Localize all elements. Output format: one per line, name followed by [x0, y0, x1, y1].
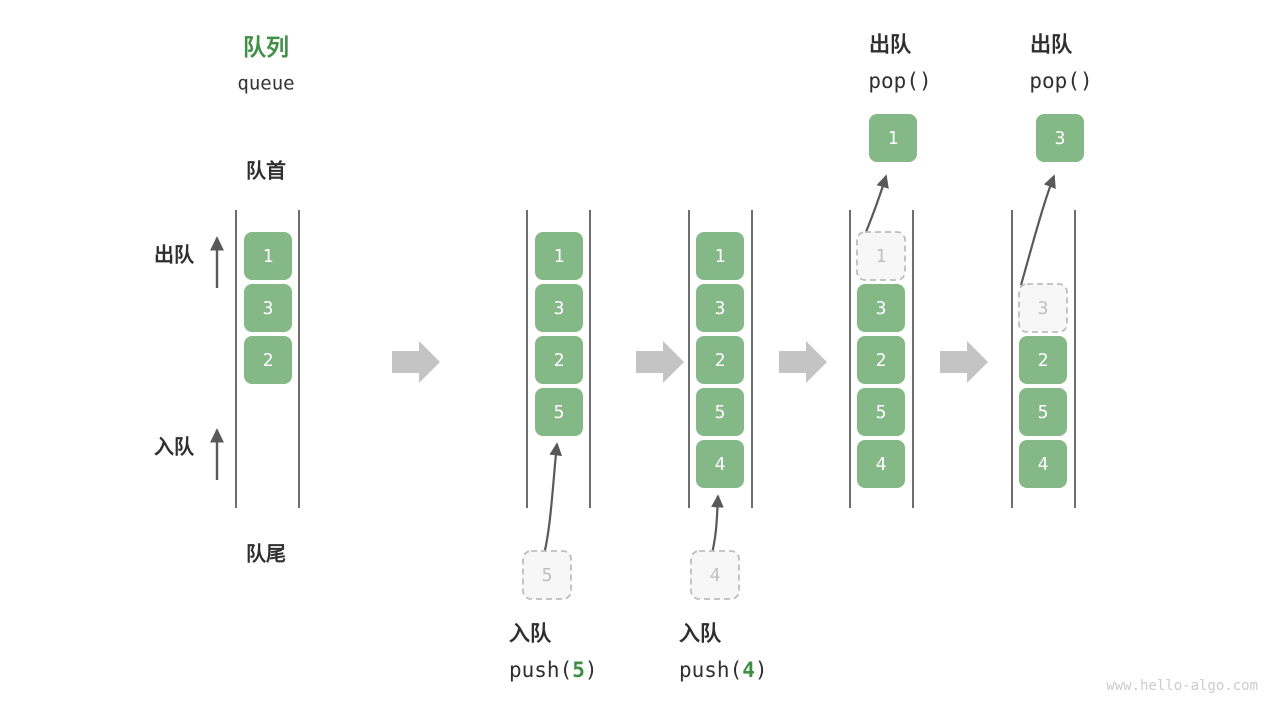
rear-label: 队尾	[246, 541, 286, 565]
ghost-cell: 4	[690, 550, 740, 600]
queue-cell-value: 5	[876, 402, 887, 423]
push-code-arg: 4	[742, 658, 755, 682]
front-label: 队首	[246, 158, 286, 182]
queue-cell-value: 2	[263, 350, 274, 371]
pop-label-cn: 出队	[869, 34, 912, 57]
popped-value-cell: 1	[869, 114, 917, 162]
page-subtitle: queue	[237, 73, 294, 95]
queue-cell-value: 5	[715, 402, 726, 423]
queue-cell-value: 4	[1038, 454, 1049, 475]
push-caption-code: push(5)	[509, 658, 598, 682]
page-title: 队列	[243, 34, 289, 60]
pop-label-cn: 出队	[1030, 34, 1073, 57]
ghost-cell: 5	[522, 550, 572, 600]
queue-cell: 3	[696, 284, 744, 332]
ghost-cell: 1	[856, 231, 906, 281]
queue-cell-value: 3	[715, 298, 726, 319]
queue-cell-value: 1	[554, 246, 565, 267]
queue-cell: 3	[857, 284, 905, 332]
queue-cell: 2	[244, 336, 292, 384]
transition-arrow	[779, 341, 827, 383]
queue-cell: 2	[696, 336, 744, 384]
transition-arrow	[636, 341, 684, 383]
popped-value-cell: 3	[1036, 114, 1084, 162]
queue-cell-new: 4	[696, 440, 744, 488]
queue-cell-value: 4	[715, 454, 726, 475]
push-caption-code: push(4)	[679, 658, 768, 682]
pop-motion-arrow	[1019, 174, 1056, 286]
ghost-cell-value: 3	[1038, 298, 1049, 319]
ghost-cell: 3	[1018, 283, 1068, 333]
queue-cell: 2	[857, 336, 905, 384]
queue-column-push5: 1 3 2 5 5 入队 push(5)	[509, 210, 598, 682]
queue-cell: 1	[535, 232, 583, 280]
push-code-name: push(	[679, 658, 742, 682]
queue-cell-value: 1	[715, 246, 726, 267]
enqueue-direction-label: 入队	[154, 434, 195, 458]
queue-cell-value: 2	[715, 350, 726, 371]
push-motion-arrow	[709, 494, 724, 559]
queue-cell: 2	[535, 336, 583, 384]
queue-cell: 1	[696, 232, 744, 280]
queue-cell-value: 2	[1038, 350, 1049, 371]
popped-value: 1	[888, 128, 899, 149]
queue-cell-value: 4	[876, 454, 887, 475]
push-code-name: push(	[509, 658, 572, 682]
queue-cell-value: 3	[263, 298, 274, 319]
transition-arrow	[392, 341, 440, 383]
push-motion-arrow	[541, 442, 563, 559]
ghost-cell-value: 5	[542, 565, 553, 586]
queue-cell: 1	[244, 232, 292, 280]
queue-cell-new: 5	[535, 388, 583, 436]
queue-column-pop1: 出队 pop() 1 1 3 2 5 4	[849, 34, 932, 508]
queue-cell: 4	[1019, 440, 1067, 488]
queue-column-initial: 1 3 2	[235, 210, 300, 508]
queue-cell: 5	[696, 388, 744, 436]
pop-label-code: pop()	[1029, 69, 1092, 93]
popped-value: 3	[1055, 128, 1066, 149]
queue-column-push4: 1 3 2 5 4 4 入队 push(4)	[679, 210, 768, 682]
watermark: www.hello-algo.com	[1106, 678, 1258, 694]
pop-motion-arrow	[864, 174, 889, 233]
queue-cell: 3	[244, 284, 292, 332]
push-code-arg: 5	[572, 658, 585, 682]
ghost-cell-value: 4	[710, 565, 721, 586]
ghost-cell-value: 1	[876, 246, 887, 267]
queue-cell-value: 2	[554, 350, 565, 371]
queue-cell: 2	[1019, 336, 1067, 384]
queue-cell-value: 5	[1038, 402, 1049, 423]
queue-cell: 5	[857, 388, 905, 436]
queue-cell-value: 1	[263, 246, 274, 267]
queue-cell-value: 3	[554, 298, 565, 319]
queue-cell-value: 2	[876, 350, 887, 371]
pop-label-code: pop()	[868, 69, 931, 93]
queue-cell-value: 3	[876, 298, 887, 319]
dequeue-direction-label: 出队	[154, 242, 195, 266]
queue-cell-value: 5	[554, 402, 565, 423]
push-caption-cn: 入队	[679, 623, 722, 646]
transition-arrow	[940, 341, 988, 383]
push-caption-cn: 入队	[509, 623, 552, 646]
queue-cell: 5	[1019, 388, 1067, 436]
queue-cell: 4	[857, 440, 905, 488]
queue-column-pop3: 出队 pop() 3 3 2 5 4	[1011, 34, 1093, 508]
queue-cell: 3	[535, 284, 583, 332]
